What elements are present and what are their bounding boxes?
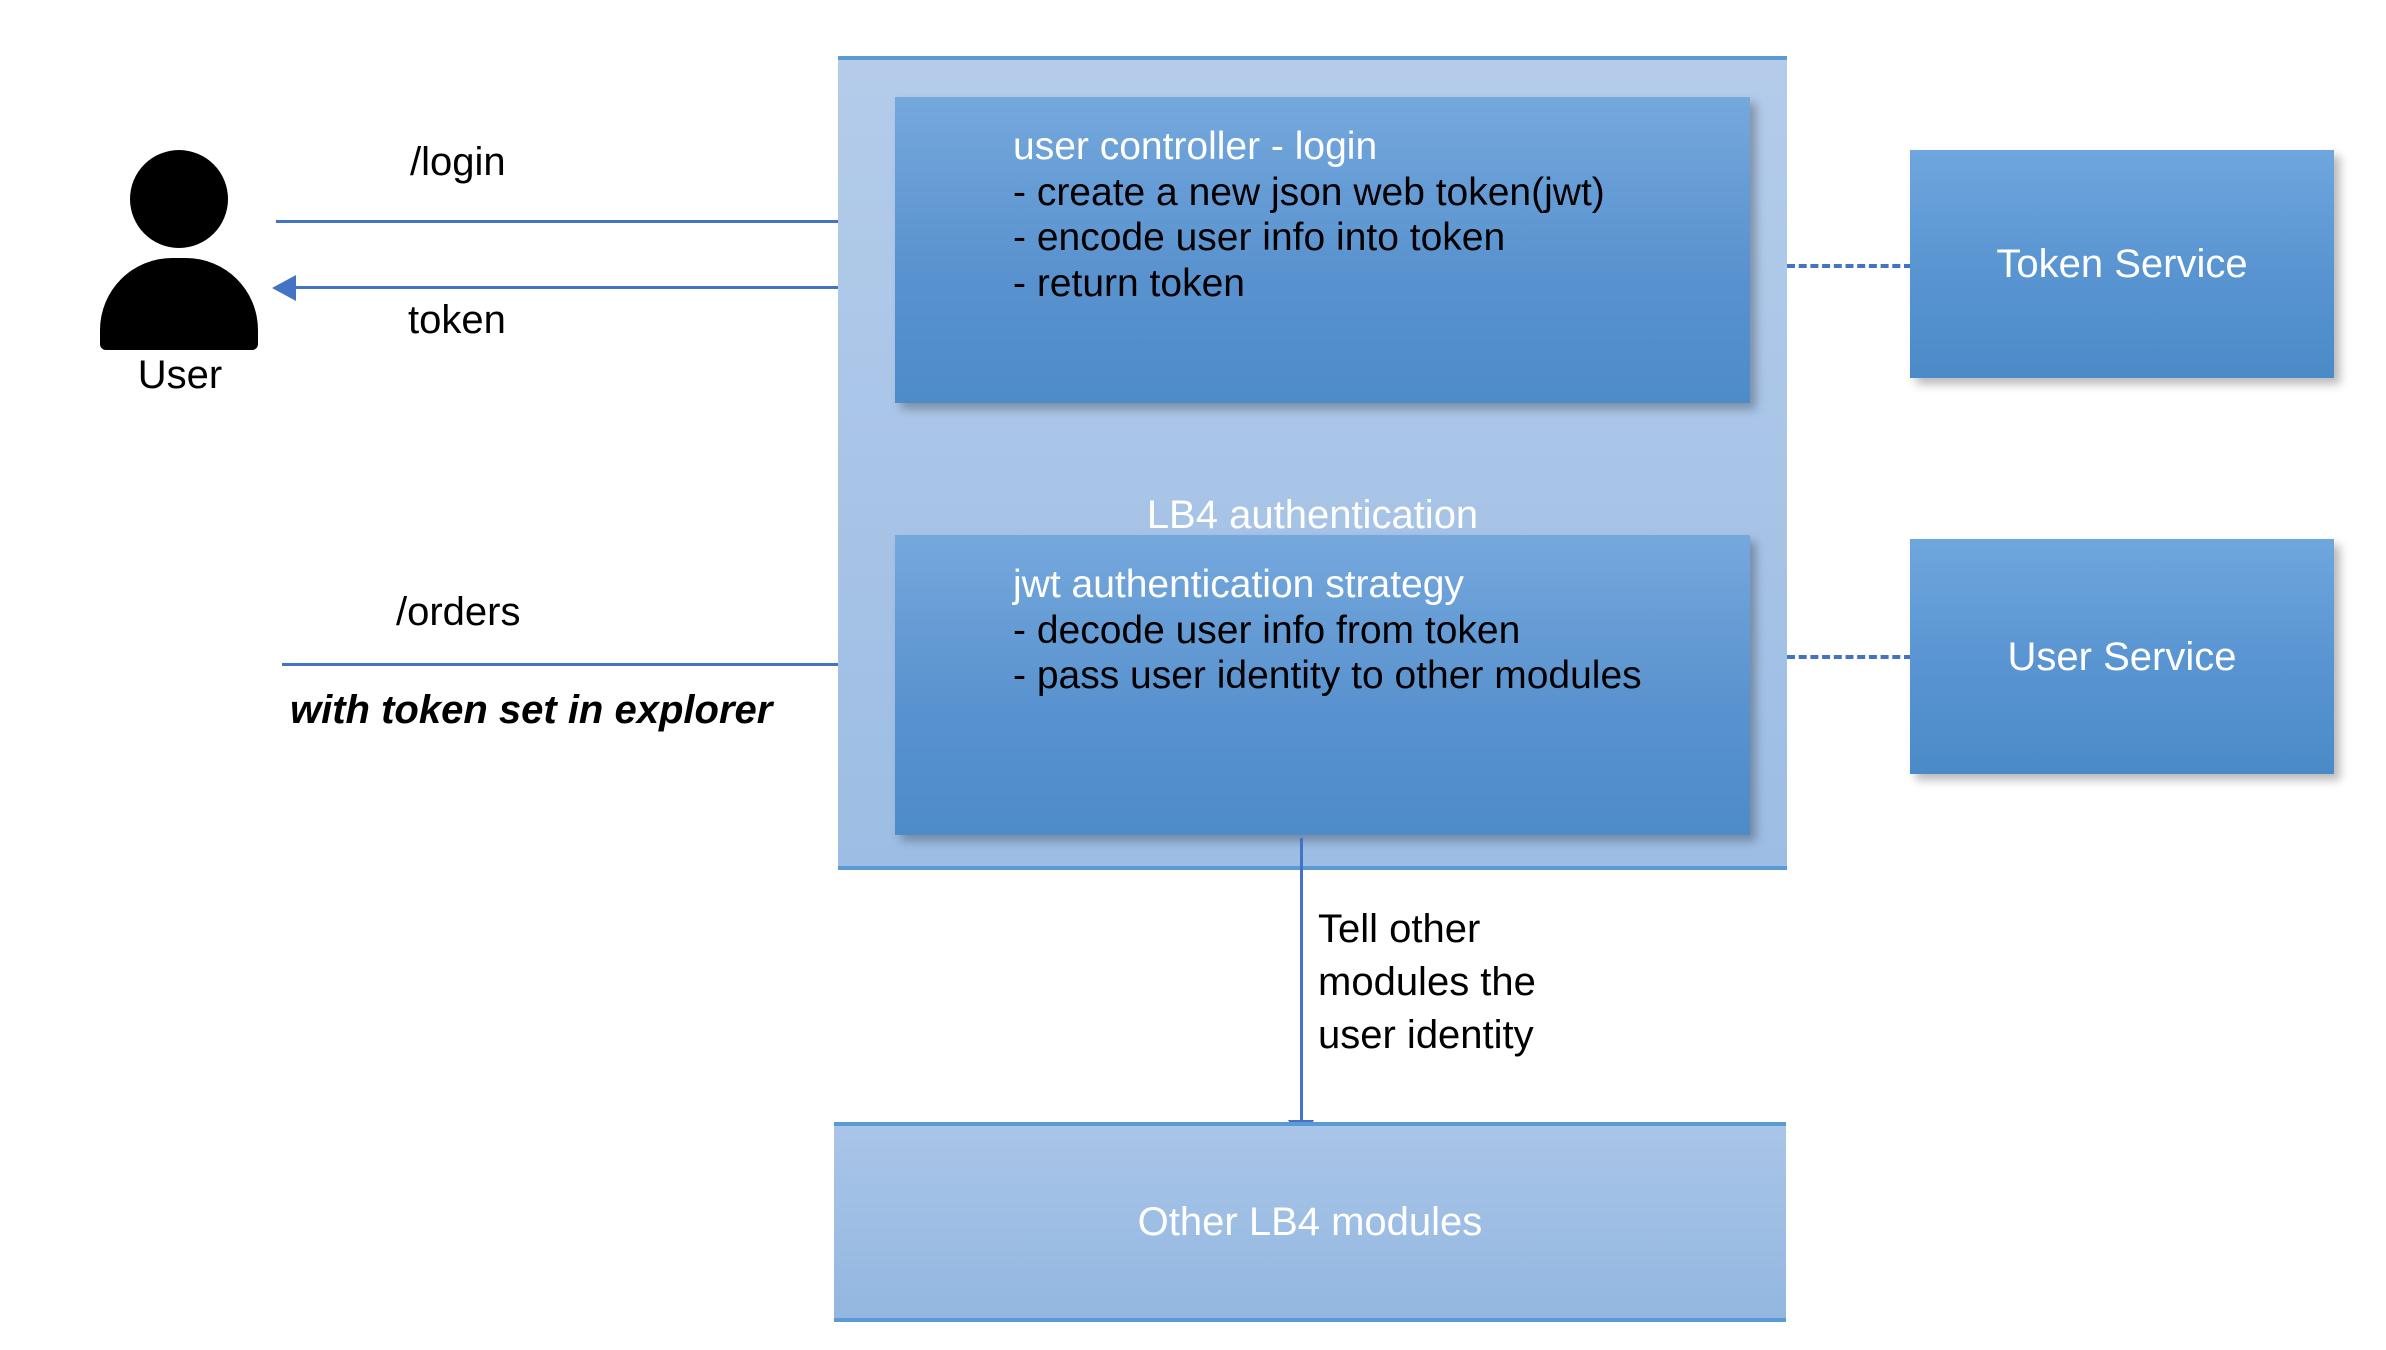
box-token-service: Token Service xyxy=(1910,150,2334,378)
downstream-annotation-line-2: modules the xyxy=(1318,959,1536,1004)
box-user-controller-line-1: - create a new json web token(jwt) xyxy=(1013,170,1605,214)
box-jwt-authentication-strategy: jwt authentication strategy - decode use… xyxy=(895,535,1750,835)
downstream-annotation-line-1: Tell other xyxy=(1318,907,1481,951)
user-person-icon-head xyxy=(130,150,228,248)
connector-line-login xyxy=(276,220,976,223)
box-jwt-strategy-title: jwt authentication strategy xyxy=(1013,563,1464,606)
lb4-authentication-label: LB4 authentication xyxy=(1146,493,1479,537)
user-person-icon-body xyxy=(100,258,258,350)
box-user-controller-line-3: - return token xyxy=(1013,262,1245,306)
downstream-annotation-line-3: user identity xyxy=(1318,1012,1534,1057)
flow-label-login: /login xyxy=(410,140,506,184)
user-service-label: User Service xyxy=(2007,634,2237,679)
box-jwt-strategy-line-1: - decode user info from token xyxy=(1013,608,1521,652)
flow-label-token: token xyxy=(408,298,506,342)
box-user-controller-title: user controller - login xyxy=(1013,125,1378,168)
connector-dashed-user-service xyxy=(1787,655,1912,659)
user-actor: User xyxy=(75,140,295,397)
user-label: User xyxy=(137,353,223,397)
connector-dashed-token-service xyxy=(1787,264,1912,268)
token-service-label: Token Service xyxy=(1996,242,2248,286)
downstream-annotation: Tell other modules the user identity xyxy=(1318,903,1536,1061)
flow-label-orders-note: with token set in explorer xyxy=(290,688,773,732)
box-other-lb4-modules: Other LB4 modules xyxy=(834,1122,1786,1322)
box-jwt-strategy-line-2: - pass user identity to other modules xyxy=(1013,654,1642,698)
flow-label-orders: /orders xyxy=(396,590,521,634)
other-lb4-modules-label: Other LB4 modules xyxy=(1137,1200,1483,1244)
box-user-controller-line-2: - encode user info into token xyxy=(1013,216,1506,260)
box-user-controller: user controller - login - create a new j… xyxy=(895,97,1750,403)
box-user-controller-content: user controller - login - create a new j… xyxy=(1013,125,1605,307)
connector-line-downstream xyxy=(1300,838,1303,1128)
arrowhead-token xyxy=(272,275,296,301)
connector-line-token xyxy=(286,286,972,289)
box-user-service: User Service xyxy=(1910,539,2334,774)
connector-line-orders xyxy=(282,663,974,666)
box-jwt-strategy-content: jwt authentication strategy - decode use… xyxy=(1013,563,1642,699)
